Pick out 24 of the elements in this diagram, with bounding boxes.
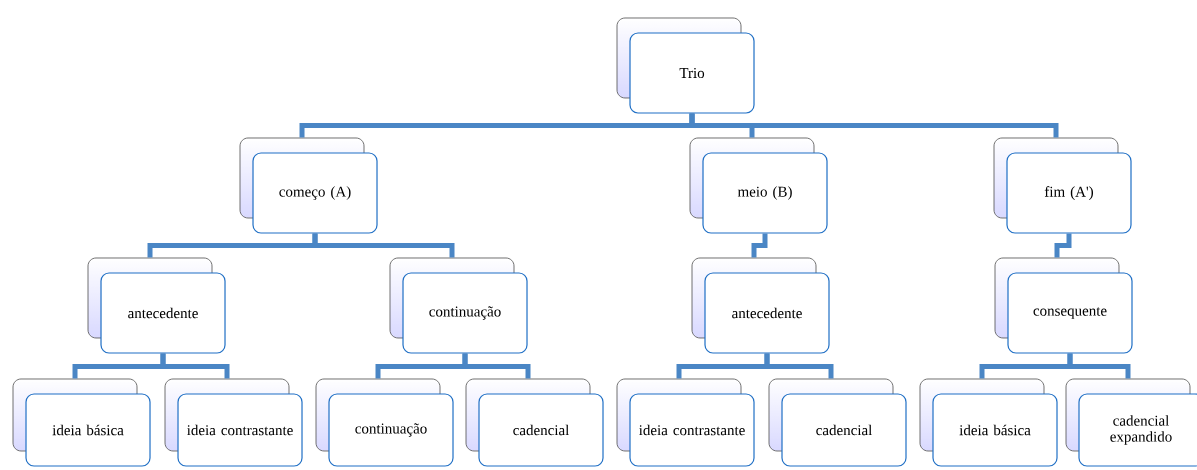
process-box: antecedente	[87, 257, 226, 354]
process-box: cadencial expandido	[1065, 378, 1197, 467]
process-box: começo (A)	[239, 137, 378, 234]
connector-line	[764, 353, 834, 379]
process-box: Trio	[616, 17, 755, 114]
process-box: cadencial	[465, 378, 604, 467]
process-box: fim (A')	[993, 137, 1132, 234]
process-box: ideia básica	[12, 378, 151, 467]
connector-line	[312, 233, 455, 258]
process-box: ideia contrastante	[164, 378, 303, 467]
process-box: cadencial	[768, 378, 907, 467]
connector-line	[689, 113, 1059, 138]
process-box: continuação	[389, 257, 528, 354]
connector-line	[751, 233, 768, 258]
process-box: consequente	[994, 257, 1133, 354]
connector-line	[462, 353, 531, 379]
process-box: meio (B)	[689, 137, 828, 234]
process-box: ideia básica	[919, 378, 1058, 467]
connector-line	[1067, 353, 1131, 379]
connector-line	[1054, 233, 1072, 258]
process-box: ideia contrastante	[616, 378, 755, 467]
process-box: continuação	[315, 378, 454, 467]
process-box: antecedente	[691, 257, 830, 354]
connector-line	[160, 353, 230, 379]
